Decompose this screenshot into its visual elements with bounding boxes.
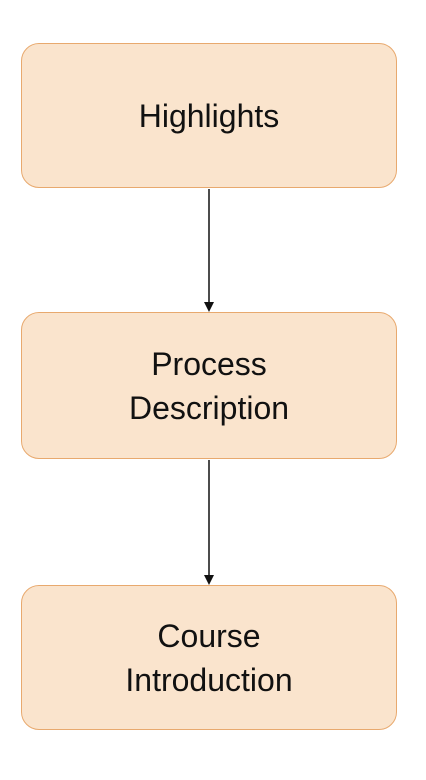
node-highlights: Highlights <box>21 43 397 188</box>
node-course-introduction: Course Introduction <box>21 585 397 730</box>
node-label: Highlights <box>138 97 280 134</box>
edge-highlights-to-process <box>204 189 214 312</box>
arrowhead-icon <box>204 575 214 585</box>
arrowhead-icon <box>204 302 214 312</box>
edge-process-to-course <box>204 460 214 585</box>
node-label: Process Description <box>128 345 290 426</box>
node-process-description: Process Description <box>21 312 397 459</box>
node-label: Course Introduction <box>125 617 293 698</box>
